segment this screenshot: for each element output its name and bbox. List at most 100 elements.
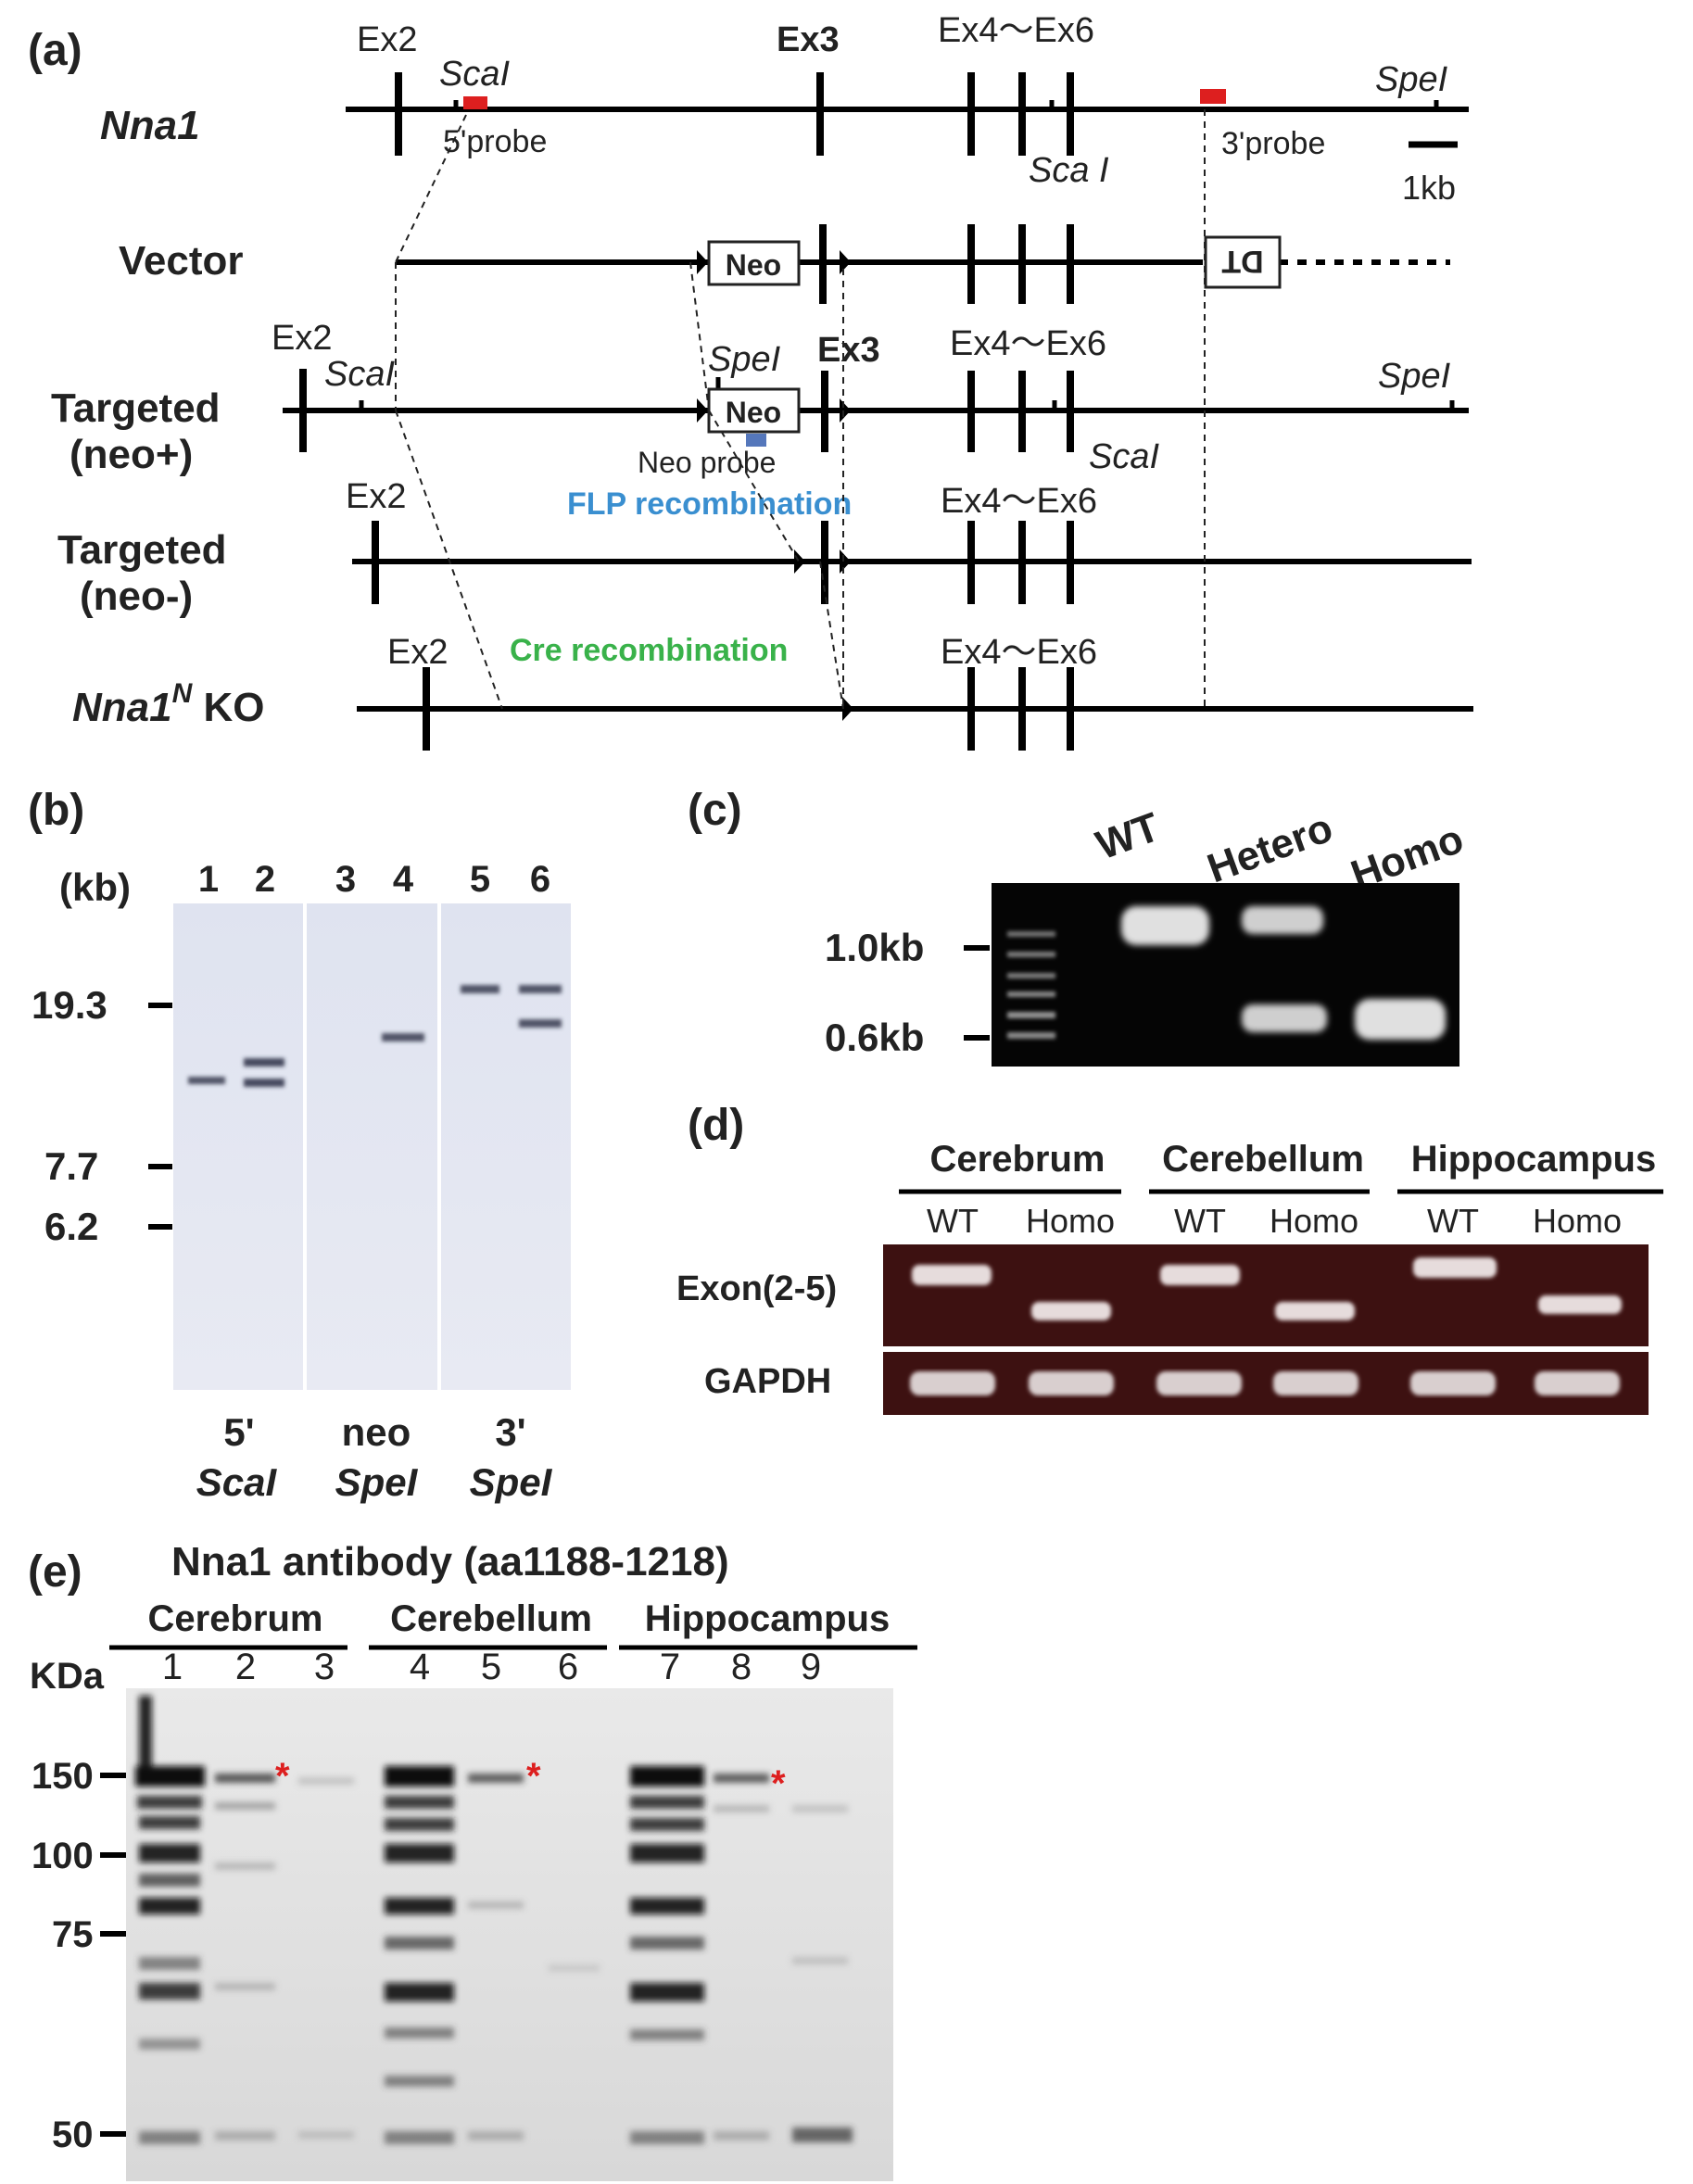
nna1-spei-label: SpeI xyxy=(1375,60,1448,99)
ko-loxp-arrow xyxy=(842,697,853,721)
blot-strip-5-scai xyxy=(173,903,303,1390)
wb-l9-50 xyxy=(792,2127,853,2142)
rtpcr-row-gapdh: GAPDH xyxy=(704,1362,831,1401)
targeted-pos-scai-label: ScaI xyxy=(324,355,395,394)
targeted-neg-loxp-arrow xyxy=(840,549,851,574)
wb-l7-50 xyxy=(630,2131,704,2144)
wb-l1-70 xyxy=(139,1983,200,2000)
targeted-neg-frt-arrow xyxy=(794,549,805,574)
wb-l6-75 xyxy=(549,1964,600,1972)
panel-c-label: (c) xyxy=(688,786,742,835)
wb-marker-100: 100 xyxy=(32,1836,94,1876)
ko-ex2-label: Ex2 xyxy=(387,633,448,672)
rtpcr-band-cerebellum-homo xyxy=(1275,1302,1355,1320)
wb-l4-55 xyxy=(385,2076,454,2087)
gapdh-band-6 xyxy=(1535,1371,1620,1395)
row-ko xyxy=(357,667,1473,751)
western-asterisks: * * * xyxy=(275,1756,786,1804)
wb-l8-50 xyxy=(714,2131,769,2140)
rtpcr-row-exon: Exon(2-5) xyxy=(676,1269,837,1308)
guide-neo-left-2 xyxy=(708,410,800,562)
row-targeted-neo-pos xyxy=(283,369,1469,452)
blot-band-lane4 xyxy=(382,1033,424,1042)
targeted-pos-neo-label: Neo xyxy=(726,396,781,429)
western-lane-4: 4 xyxy=(410,1647,430,1687)
probe-5-marker xyxy=(463,96,487,109)
wb-l2-95 xyxy=(215,1862,275,1870)
guide-5-arm-top xyxy=(395,114,467,263)
blot-marker-7-7: 7.7 xyxy=(44,1144,98,1188)
probe-5-label: 5'probe xyxy=(443,124,547,159)
targeted-pos-ex3-label: Ex3 xyxy=(817,331,880,370)
panel-d: (d) Cerebrum Cerebellum Hippocampus WT H… xyxy=(676,1101,1663,1415)
wb-l3-150 xyxy=(298,1777,354,1785)
vector-neo-label: Neo xyxy=(726,248,781,282)
rtpcr-geno-1: WT xyxy=(927,1202,979,1240)
panel-d-label: (d) xyxy=(688,1101,744,1150)
ladder-band-6 xyxy=(1007,1032,1055,1039)
neo-probe-label: Neo probe xyxy=(638,446,776,479)
blot-marker-ticks xyxy=(148,1003,172,1230)
rtpcr-exon-bands xyxy=(912,1257,1622,1320)
blot-band-lane6-upper xyxy=(519,985,562,993)
wb-l8-150 xyxy=(714,1774,769,1783)
wb-l3-50 xyxy=(298,2131,354,2139)
targeted-neg-ex2-label: Ex2 xyxy=(346,477,406,516)
blot-enzyme-5: ScaI xyxy=(196,1460,278,1504)
wb-l4-50 xyxy=(385,2131,454,2144)
gapdh-band-2 xyxy=(1029,1371,1114,1395)
rtpcr-band-hippocampus-homo xyxy=(1538,1295,1622,1314)
wb-l5-50 xyxy=(468,2131,524,2140)
wb-l7-100 xyxy=(630,1844,704,1862)
western-lane-5: 5 xyxy=(481,1647,501,1687)
western-marker-ticks xyxy=(100,1773,126,2137)
asterisk-lane-2: * xyxy=(275,1756,290,1797)
wb-l5-90 xyxy=(468,1901,524,1909)
western-lane-3: 3 xyxy=(314,1647,335,1687)
western-lane-7: 7 xyxy=(660,1647,680,1687)
vector-loxp-arrow xyxy=(840,250,851,274)
wb-l7-62 xyxy=(630,2029,704,2040)
wb-l8-135 xyxy=(714,1805,769,1812)
ladder-band-5 xyxy=(1007,1012,1055,1018)
wb-l1-100 xyxy=(139,1844,200,1862)
rtpcr-geno-5: WT xyxy=(1427,1202,1479,1240)
targeted-pos-frt-arrow xyxy=(697,398,708,423)
targeted-pos-spei-label: SpeI xyxy=(1378,357,1451,396)
western-tissue-cerebrum: Cerebrum xyxy=(148,1598,323,1639)
gel-band-wt xyxy=(1121,906,1209,945)
blot-band-lane6-lower xyxy=(519,1019,562,1028)
vector-neo-box xyxy=(707,240,801,286)
wb-l7-150 xyxy=(630,1766,704,1786)
asterisk-lane-8: * xyxy=(771,1763,786,1804)
gel-band-hetero-upper xyxy=(1242,906,1323,934)
row-label-targeted-neo-pos: Targeted xyxy=(51,385,221,431)
targeted-pos-ex2-label: Ex2 xyxy=(272,319,332,358)
panel-e: (e) Nna1 antibody (aa1188-1218) Cerebrum… xyxy=(28,1539,917,2181)
western-lane-1: 1 xyxy=(162,1647,183,1687)
gapdh-band-4 xyxy=(1273,1371,1358,1395)
wb-l4-100 xyxy=(385,1844,454,1862)
ladder-band-4 xyxy=(1007,991,1055,997)
wb-l4-90 xyxy=(385,1898,454,1914)
blot-probe-5: 5' xyxy=(223,1410,254,1454)
blot-marker-19-3: 19.3 xyxy=(32,983,107,1027)
western-tissue-cerebellum: Cerebellum xyxy=(390,1598,592,1639)
wb-l1-smear xyxy=(139,1696,152,1779)
wb-l2-135 xyxy=(215,1802,275,1810)
western-bands xyxy=(135,1696,853,2144)
wb-l4-150 xyxy=(385,1766,454,1786)
wb-l1-90 xyxy=(139,1898,200,1914)
wb-l7-140 xyxy=(630,1796,704,1809)
western-lane-9: 9 xyxy=(801,1647,821,1687)
targeted-pos-spei-label-neo: SpeI xyxy=(708,340,781,379)
gel-ladder xyxy=(1007,931,1055,1039)
ladder-band-1 xyxy=(1007,931,1055,937)
targeted-neg-ex4-6-label: Ex4～Ex6 xyxy=(941,482,1097,521)
gel-marker-1-0: 1.0kb xyxy=(825,926,924,969)
panel-b-label: (b) xyxy=(28,786,84,835)
row-label-neo-neg: (neo-) xyxy=(80,574,193,619)
blot-probe-3: 3' xyxy=(495,1410,525,1454)
western-tissue-hippocampus: Hippocampus xyxy=(645,1598,890,1639)
